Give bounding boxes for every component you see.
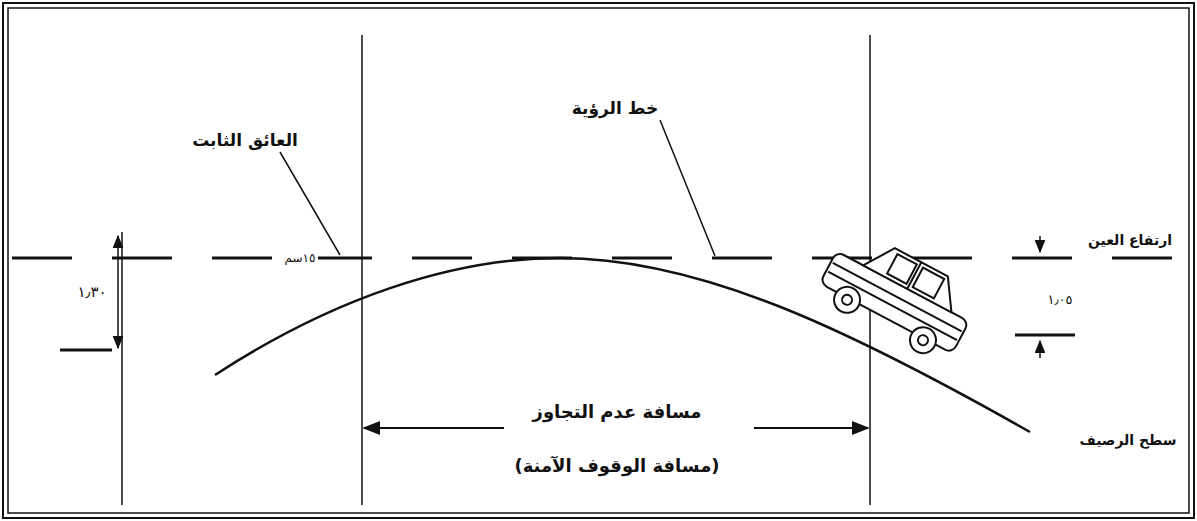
leader-line: [280, 152, 340, 255]
eye-height-arrow: [1039, 236, 1041, 252]
reference-line: [121, 232, 123, 505]
distance-arrow: [830, 427, 868, 429]
eye-height-arrow: [1039, 341, 1041, 358]
inner-frame: [8, 8, 1189, 513]
object-line: [361, 35, 363, 505]
dimension-tick: [60, 349, 112, 352]
leader-line: [660, 120, 715, 256]
dimension-tick: [1015, 334, 1075, 337]
distance-label: مسافة عدم التجاوز: [530, 400, 705, 424]
pavement-label: سطح الرصيف: [1076, 431, 1179, 450]
distance-dimension: [364, 427, 868, 429]
obstacle-label: العائق الثابت: [189, 129, 301, 151]
sight-line-label: خط الرؤية: [569, 97, 661, 119]
eye-height-label: ارتفاع العين: [1085, 231, 1175, 250]
object-height-dimension: [117, 236, 119, 348]
dimension-value: ١٫٠٥: [1044, 291, 1075, 309]
outer-frame: [3, 3, 1194, 518]
object-height-label: ١٥سم: [282, 250, 319, 266]
distance-label: (مسافة الوقوف الآمنة): [511, 454, 722, 478]
distance-arrow: [364, 427, 400, 429]
dimension-value: ١٫٣٠: [74, 282, 109, 302]
car: [813, 225, 983, 367]
